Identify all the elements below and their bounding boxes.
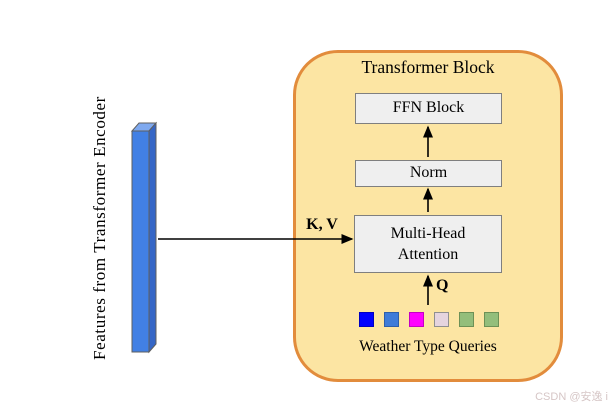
feature-bar-top-face bbox=[130, 122, 158, 132]
query-square-green-2 bbox=[484, 312, 499, 327]
query-square-magenta bbox=[409, 312, 424, 327]
query-square-blue bbox=[359, 312, 374, 327]
query-square-green-1 bbox=[459, 312, 474, 327]
mha-label-line1: Multi-Head bbox=[390, 225, 466, 242]
norm-label: Norm bbox=[409, 164, 448, 181]
feature-bar-side-face bbox=[148, 121, 157, 354]
q-edge-label: Q bbox=[436, 277, 449, 294]
feature-bar-3d bbox=[130, 121, 158, 354]
ffn-block-box: FFN Block bbox=[355, 93, 502, 124]
query-square-pale-pink bbox=[434, 312, 449, 327]
weather-type-queries-caption: Weather Type Queries bbox=[359, 338, 497, 355]
transformer-block-title: Transformer Block bbox=[361, 57, 495, 77]
kv-edge-label: K, V bbox=[306, 216, 338, 233]
query-squares-row bbox=[359, 312, 499, 327]
multi-head-attention-box: Multi-Head Attention bbox=[354, 215, 502, 273]
encoder-features-label: Features from Transformer Encoder bbox=[90, 96, 109, 360]
ffn-block-label: FFN Block bbox=[392, 99, 465, 116]
feature-bar-front-face bbox=[131, 130, 150, 353]
mha-label-line2: Attention bbox=[397, 246, 459, 263]
norm-box: Norm bbox=[355, 160, 502, 187]
query-square-cornflower bbox=[384, 312, 399, 327]
watermark: CSDN @安逸 i bbox=[535, 391, 608, 403]
